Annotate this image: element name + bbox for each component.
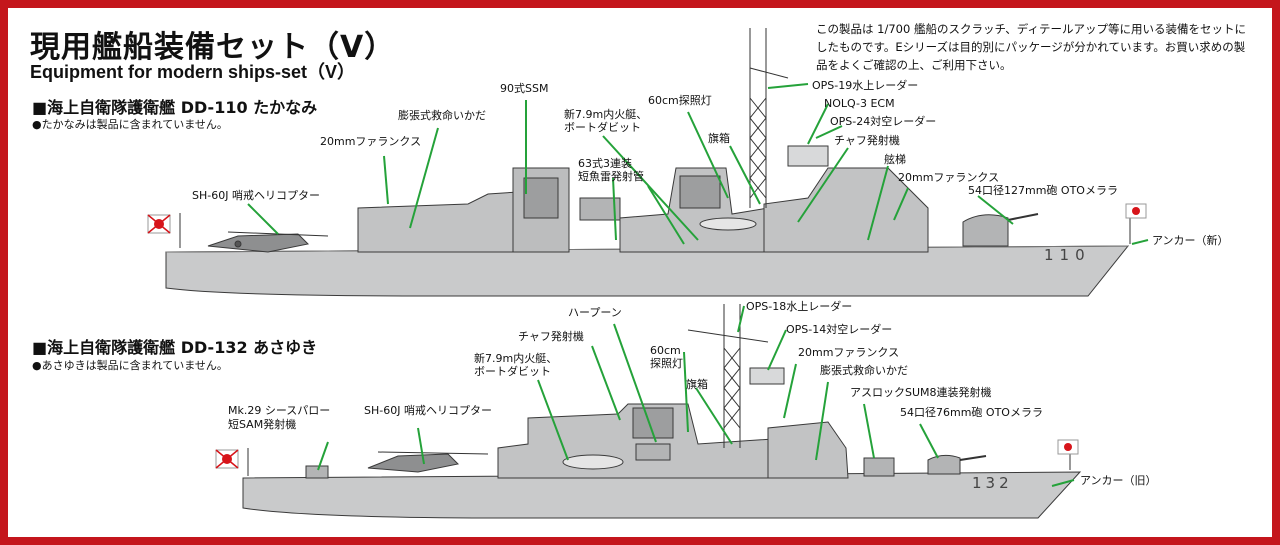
ship2-hull-number: 132 bbox=[972, 474, 1013, 492]
ship2-label-searchlight-2: 探照灯 bbox=[650, 357, 683, 370]
ship2-ops14 bbox=[749, 367, 785, 385]
ship1-hull-number: 110 bbox=[1044, 246, 1091, 264]
ship1-label-nolq3: NOLQ-3 ECM bbox=[824, 97, 895, 110]
ship1-label-torpedo-2: 短魚雷発射管 bbox=[578, 170, 644, 183]
ship1-label-ops19: OPS-19水上レーダー bbox=[812, 79, 919, 92]
ship1-ops24 bbox=[787, 145, 829, 167]
ship2-mast bbox=[687, 304, 769, 448]
ship2-label-sh60j: SH-60J 哨戒ヘリコプター bbox=[364, 404, 492, 417]
ship1-label-torpedo-1: 63式3連装 bbox=[578, 157, 632, 170]
ship2-label-harpoon: ハープーン bbox=[568, 306, 622, 319]
ship1-ssm bbox=[579, 197, 621, 221]
ship1-label-boat-1: 新7.9m内火艇、 bbox=[564, 108, 648, 121]
page-title: 現用艦船装備セット（V） bbox=[30, 30, 396, 65]
ship1-label-anchor: アンカー（新） bbox=[1152, 234, 1229, 247]
ship2-label-ops14: OPS-14対空レーダー bbox=[786, 323, 893, 336]
ship2-label-ciws: 20mmファランクス bbox=[798, 346, 900, 359]
ship2-seasparrow bbox=[305, 465, 329, 479]
ship1-mast bbox=[749, 28, 789, 208]
ship-drawings bbox=[147, 28, 1149, 519]
ship1-label-ssm: 90式SSM bbox=[500, 82, 549, 95]
ship1-hull bbox=[165, 245, 1130, 297]
ship1-label-flag-locker: 旗箱 bbox=[708, 132, 730, 145]
ship2-hull bbox=[242, 471, 1082, 519]
ship2-label-liferaft: 膨張式救命いかだ bbox=[820, 364, 908, 377]
ship1-label-sh60j: SH-60J 哨戒ヘリコプター bbox=[192, 189, 320, 202]
ship2-gun bbox=[927, 454, 961, 475]
ship1-drawing bbox=[147, 28, 1147, 297]
ship2-label-asroc: アスロックSUM8連装発射機 bbox=[850, 386, 992, 399]
ship1-label-gun: 54口径127mm砲 OTOメララ bbox=[968, 184, 1118, 197]
ship1-label-liferaft: 膨張式救命いかだ bbox=[398, 109, 486, 122]
ship2-asroc bbox=[863, 457, 895, 477]
page-canvas: 現用艦船装備セット（V） Equipment for modern ships-… bbox=[8, 8, 1272, 537]
ship1-label-ciws-aft: 20mmファランクス bbox=[320, 135, 422, 148]
product-description: この製品は 1/700 艦船のスクラッチ、ディテールアップ等に用いる装備をセット… bbox=[816, 22, 1246, 72]
ship2-note: ●あさゆきは製品に含まれていません。 bbox=[32, 359, 228, 372]
ship1-label-ops24: OPS-24対空レーダー bbox=[830, 115, 937, 128]
ship1-note: ●たかなみは製品に含まれていません。 bbox=[32, 118, 228, 131]
ship2-label-searchlight-1: 60cm bbox=[650, 344, 681, 357]
ship2-helicopter bbox=[367, 451, 489, 473]
ship1-title: ■海上自衛隊護衛艦 DD-110 たかなみ bbox=[32, 98, 318, 117]
ship2-harpoon bbox=[635, 443, 671, 461]
ship1-label-boat-2: ボートダビット bbox=[564, 121, 641, 134]
ship1-label-searchlight: 60cm探照灯 bbox=[648, 94, 712, 107]
page-subtitle: Equipment for modern ships-set（V） bbox=[30, 62, 356, 82]
ship2-title: ■海上自衛隊護衛艦 DD-132 あさゆき bbox=[32, 338, 318, 357]
ship1-boat bbox=[699, 217, 757, 231]
ship1-helicopter bbox=[207, 231, 329, 253]
ship2-label-gun: 54口径76mm砲 OTOメララ bbox=[900, 406, 1043, 419]
ship2-label-anchor: アンカー（旧） bbox=[1080, 474, 1157, 487]
ship1-label-ladder: 舷梯 bbox=[884, 153, 906, 166]
ship2-boat bbox=[562, 454, 624, 470]
ship1-label-ciws-fwd: 20mmファランクス bbox=[898, 171, 1000, 184]
ship2-label-seasparrow-2: 短SAM発射機 bbox=[228, 418, 297, 431]
ship2-label-seasparrow-1: Mk.29 シースパロー bbox=[228, 404, 331, 417]
ship2-label-boat-2: ボートダビット bbox=[474, 365, 551, 378]
ship2-label-boat-1: 新7.9m内火艇、 bbox=[474, 352, 558, 365]
ship1-gun bbox=[962, 214, 1009, 247]
ship2-label-flag-locker: 旗箱 bbox=[686, 378, 708, 391]
leader-lines bbox=[247, 83, 1149, 487]
ship2-label-chaff: チャフ発射機 bbox=[518, 330, 584, 343]
ship2-label-ops18: OPS-18水上レーダー bbox=[746, 300, 853, 313]
ship1-label-chaff: チャフ発射機 bbox=[834, 134, 900, 147]
ship2-drawing bbox=[215, 304, 1082, 519]
